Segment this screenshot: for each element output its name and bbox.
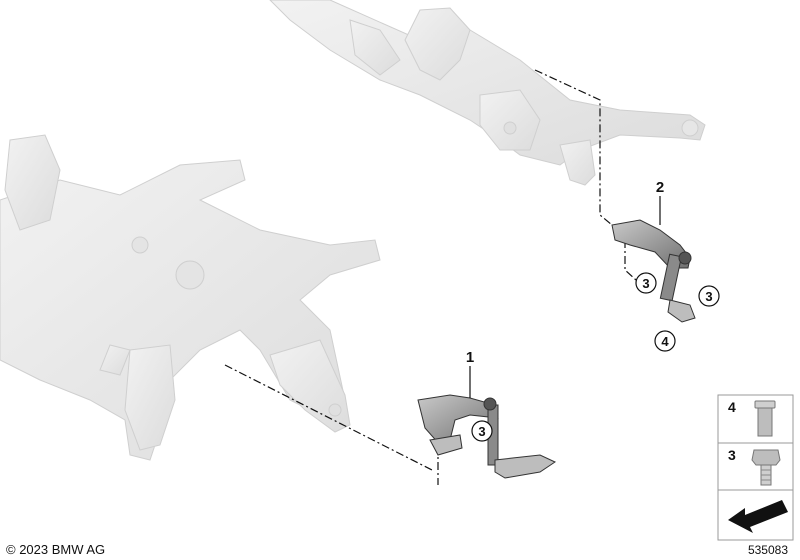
rear-subframe [269, 0, 706, 186]
front-ride-height-sensor [417, 394, 557, 479]
front-subframe [0, 134, 381, 461]
legend-item-3: 3 [728, 447, 781, 486]
callout-3-rear-left-label: 3 [642, 276, 649, 291]
copyright-notice: © 2023 BMW AG [6, 542, 106, 557]
arrow-icon [728, 500, 788, 533]
callout-2-label: 2 [656, 179, 664, 196]
callout-3-rear-left: 3 [635, 272, 657, 294]
callout-4-label: 4 [661, 334, 669, 349]
drawing-number: 535083 [747, 543, 788, 557]
legend-item-4: 4 [728, 399, 776, 437]
legend-panel: 4 3 [717, 394, 794, 541]
callout-3-rear-right: 3 [698, 285, 720, 307]
callout-1-label: 1 [466, 349, 474, 366]
rear-ride-height-sensor [611, 219, 696, 323]
spacer-sleeve-icon [754, 400, 776, 437]
legend-item-3-label: 3 [728, 447, 736, 463]
callout-3-front: 3 [471, 420, 493, 442]
leader-lines [224, 69, 637, 485]
callout-1: 1 [466, 349, 474, 398]
callout-2: 2 [656, 179, 664, 225]
legend-item-4-label: 4 [728, 399, 736, 415]
hex-bolt-icon [751, 449, 781, 486]
callout-4: 4 [654, 330, 676, 352]
callout-3-front-label: 3 [478, 424, 485, 439]
callout-3-rear-right-label: 3 [705, 289, 712, 304]
